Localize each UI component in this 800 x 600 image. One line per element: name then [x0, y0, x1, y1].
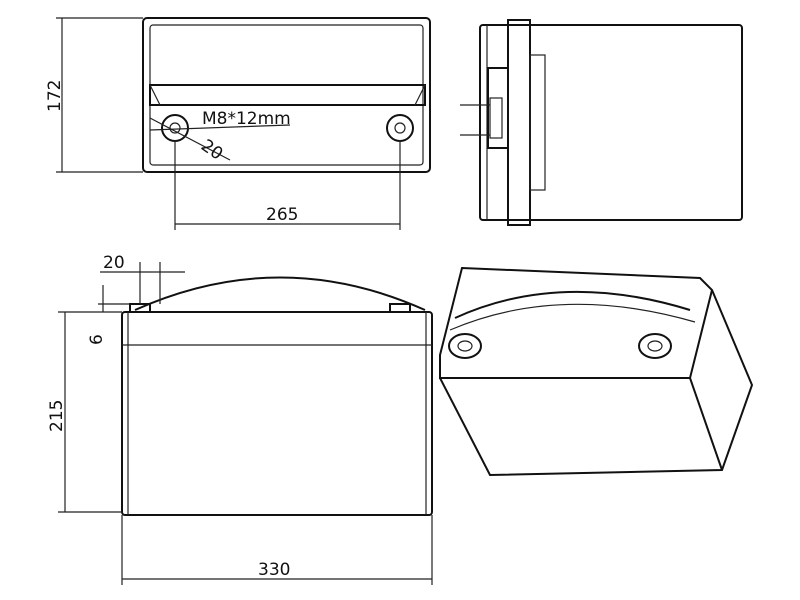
- side-view: [460, 19, 743, 226]
- height-dim-172: 172: [45, 80, 65, 112]
- terminal-diameter-label: 20: [197, 136, 226, 165]
- spacing-dim-265: 265: [266, 205, 298, 225]
- terminal-width-20: 20: [103, 253, 125, 273]
- height-dim-215: 215: [47, 400, 67, 432]
- terminal-left: [161, 114, 189, 142]
- terminal-height-6: 6: [87, 334, 107, 345]
- length-dim-330: 330: [258, 560, 290, 580]
- terminal-right: [386, 114, 414, 142]
- front-view: 20 6 215 330: [47, 253, 433, 585]
- terminal-spec-label: M8*12mm: [202, 109, 291, 129]
- perspective-view: [439, 266, 754, 477]
- top-view: M8*12mm 20 172 265: [45, 17, 431, 230]
